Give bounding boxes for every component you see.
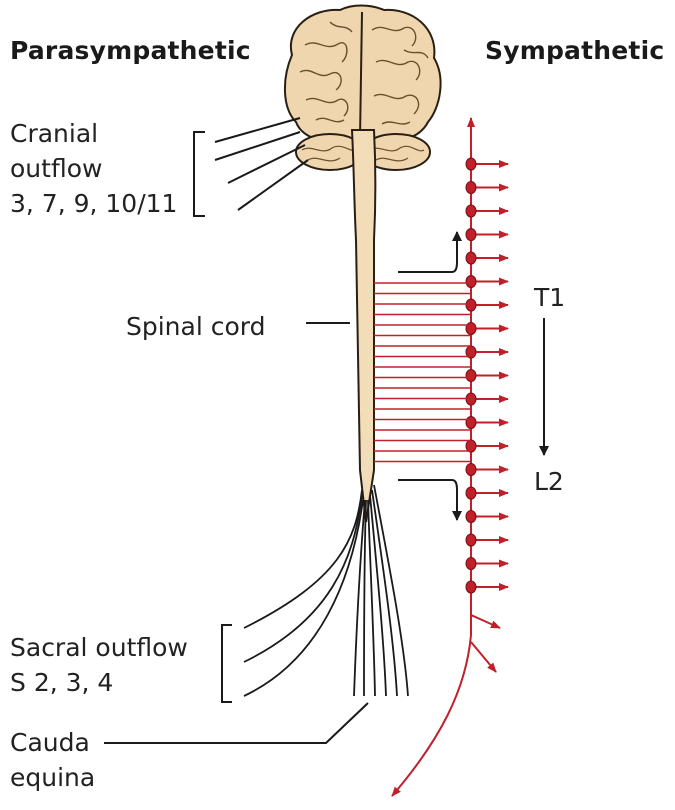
ganglion-node xyxy=(465,298,477,312)
sympathetic-ganglia xyxy=(465,157,509,594)
cauda-equina-fibers xyxy=(243,484,409,697)
sacral-bracket xyxy=(221,624,232,703)
sympathetic-header: Sympathetic xyxy=(485,36,665,65)
t1-label: T1 xyxy=(534,283,566,312)
l2-label: L2 xyxy=(534,467,564,496)
sacral-outflow-line-2: S 2, 3, 4 xyxy=(10,668,114,697)
ganglion-node xyxy=(465,486,477,500)
parasympathetic-header: Parasympathetic xyxy=(10,36,251,65)
spinal-cord-label: Spinal cord xyxy=(126,312,266,341)
brain-icon xyxy=(283,4,442,143)
ganglion-node xyxy=(465,580,477,594)
ganglion-node xyxy=(465,251,477,265)
preganglionic-fibers xyxy=(374,282,471,463)
ganglion-node xyxy=(465,557,477,570)
cauda-equina-line-1: Cauda xyxy=(10,728,90,757)
spinal-cord xyxy=(350,129,377,523)
ganglion-node xyxy=(465,463,477,476)
ganglion-node xyxy=(465,228,477,241)
ganglion-node xyxy=(465,181,477,194)
down-turn-arrow xyxy=(398,479,462,521)
sacral-outflow-line-1: Sacral outflow xyxy=(10,633,188,662)
cranial-bracket xyxy=(193,131,205,217)
ganglion-node xyxy=(465,416,477,429)
ganglion-node xyxy=(465,439,477,453)
cauda-equina-leader xyxy=(104,702,369,744)
up-turn-arrow xyxy=(398,231,462,273)
ganglion-node xyxy=(465,510,477,523)
cranial-outflow-line-2: outflow xyxy=(10,154,103,183)
ganglion-node xyxy=(465,369,477,382)
ganglion-node xyxy=(465,275,477,288)
cranial-outflow-line-3: 3, 7, 9, 10/11 xyxy=(10,189,178,218)
cauda-equina-label: Cauda equina xyxy=(10,725,95,795)
cranial-outflow-label: Cranial outflow 3, 7, 9, 10/11 xyxy=(10,116,177,221)
ganglion-node xyxy=(465,533,477,547)
ganglion-node xyxy=(465,157,477,171)
ganglion-node xyxy=(465,204,477,218)
cauda-equina-line-2: equina xyxy=(10,763,96,792)
cranial-outflow-line-1: Cranial xyxy=(10,119,99,148)
sacral-outflow-label: Sacral outflow S 2, 3, 4 xyxy=(10,630,188,700)
cranial-nerves xyxy=(214,117,309,211)
